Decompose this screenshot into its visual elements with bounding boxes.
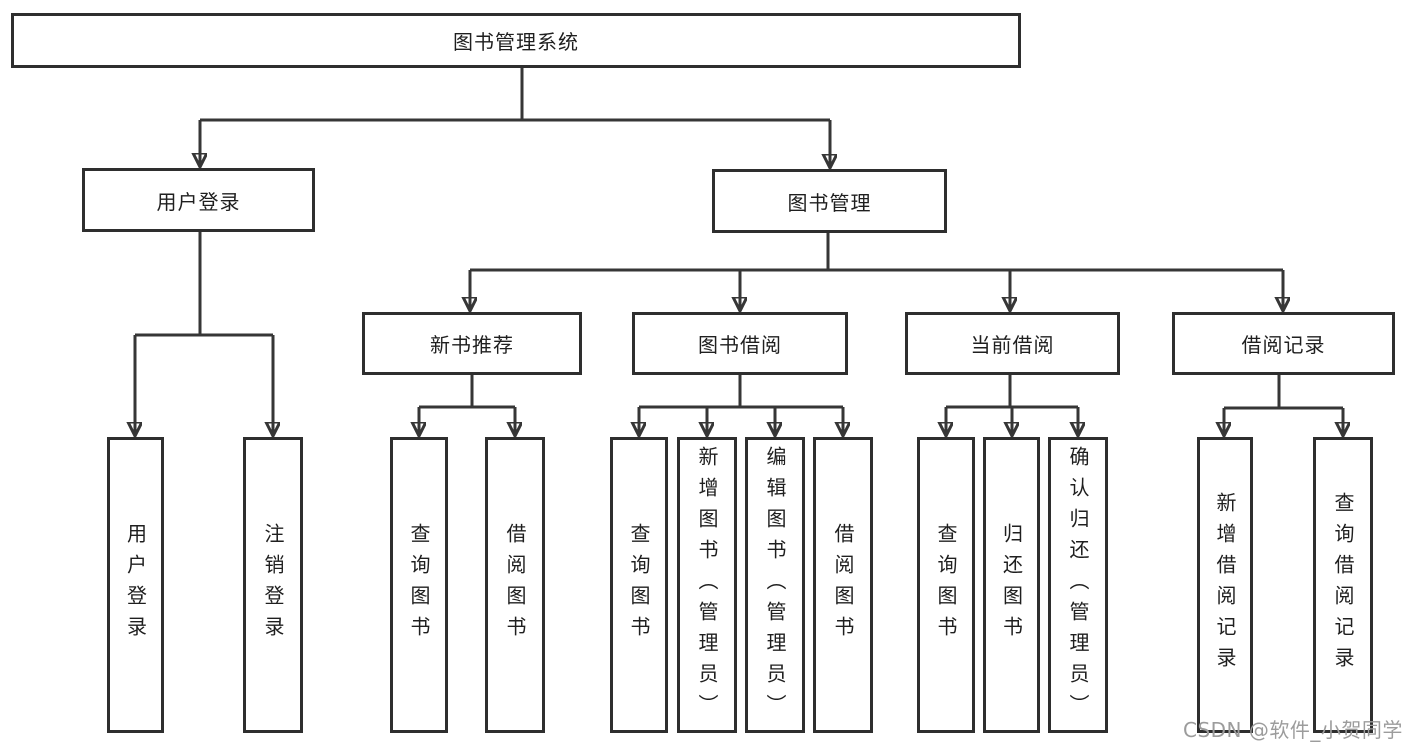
leaf-borrow-books-recommend-label: 借阅图书 bbox=[503, 523, 527, 647]
leaf-search-books-borrow: 查询图书 bbox=[610, 437, 668, 733]
node-book-management-label: 图书管理 bbox=[787, 190, 872, 215]
node-book-borrow-label: 图书借阅 bbox=[698, 333, 782, 357]
leaf-search-books-current: 查询图书 bbox=[917, 437, 975, 733]
node-new-book-recommend: 新书推荐 bbox=[362, 312, 582, 375]
leaf-logout: 注销登录 bbox=[243, 437, 303, 733]
node-root: 图书管理系统 bbox=[11, 13, 1021, 68]
leaf-add-borrow-record: 新增借阅记录 bbox=[1197, 437, 1253, 733]
node-user-login-label: 用户登录 bbox=[156, 189, 241, 214]
leaf-user-login-label: 用户登录 bbox=[123, 523, 148, 647]
leaf-borrow-books-label: 借阅图书 bbox=[831, 523, 855, 647]
leaf-add-books-admin-label: 新增图书（管理员） bbox=[695, 445, 719, 725]
leaf-return-books-label: 归还图书 bbox=[999, 523, 1024, 647]
leaf-search-books-borrow-label: 查询图书 bbox=[627, 523, 651, 647]
node-new-book-recommend-label: 新书推荐 bbox=[430, 333, 514, 357]
leaf-search-borrow-record: 查询借阅记录 bbox=[1313, 437, 1373, 733]
node-user-login: 用户登录 bbox=[82, 168, 315, 232]
leaf-search-books-recommend-label: 查询图书 bbox=[407, 523, 431, 647]
leaf-logout-label: 注销登录 bbox=[261, 523, 285, 647]
leaf-borrow-books-recommend: 借阅图书 bbox=[485, 437, 545, 733]
node-borrow-records: 借阅记录 bbox=[1172, 312, 1395, 375]
leaf-borrow-books: 借阅图书 bbox=[813, 437, 873, 733]
leaf-confirm-return-admin-label: 确认归还（管理员） bbox=[1066, 445, 1090, 725]
leaf-search-books-recommend: 查询图书 bbox=[390, 437, 448, 733]
leaf-search-books-current-label: 查询图书 bbox=[934, 523, 958, 647]
leaf-edit-books-admin: 编辑图书（管理员） bbox=[745, 437, 805, 733]
node-book-management: 图书管理 bbox=[712, 169, 947, 233]
leaf-add-borrow-record-label: 新增借阅记录 bbox=[1213, 492, 1237, 678]
node-book-borrow: 图书借阅 bbox=[632, 312, 848, 375]
leaf-return-books: 归还图书 bbox=[983, 437, 1040, 733]
leaf-add-books-admin: 新增图书（管理员） bbox=[677, 437, 737, 733]
node-current-borrow: 当前借阅 bbox=[905, 312, 1120, 375]
leaf-confirm-return-admin: 确认归还（管理员） bbox=[1048, 437, 1108, 733]
leaf-user-login: 用户登录 bbox=[107, 437, 164, 733]
node-root-label: 图书管理系统 bbox=[453, 30, 579, 54]
leaf-edit-books-admin-label: 编辑图书（管理员） bbox=[763, 445, 787, 725]
node-borrow-records-label: 借阅记录 bbox=[1241, 333, 1326, 357]
csdn-watermark: CSDN @软件_小贺同学 bbox=[1183, 718, 1403, 742]
leaf-search-borrow-record-label: 查询借阅记录 bbox=[1331, 492, 1355, 678]
node-current-borrow-label: 当前借阅 bbox=[970, 333, 1055, 357]
